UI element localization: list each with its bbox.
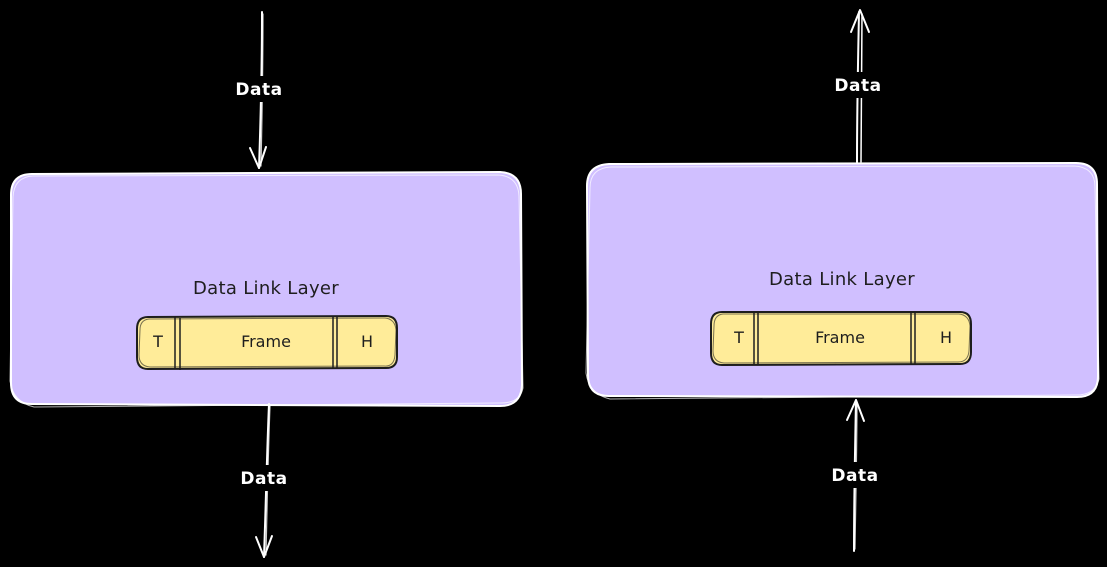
right-frame-body: Frame xyxy=(815,328,865,347)
left-top-arrow-label: Data xyxy=(235,80,282,100)
left-top-label-bg xyxy=(232,76,288,102)
right-frame-trailer: T xyxy=(733,328,744,347)
right-top-label-bg xyxy=(829,72,887,98)
left-panel: Data Data Link Layer T Frame H Data xyxy=(9,11,524,558)
right-frame-header: H xyxy=(940,328,952,347)
right-layer-label: Data Link Layer xyxy=(769,269,915,290)
left-frame-header: H xyxy=(361,332,373,351)
right-bottom-label-bg xyxy=(826,462,884,488)
left-layer-label: Data Link Layer xyxy=(193,278,339,299)
left-frame-trailer: T xyxy=(152,332,163,351)
right-bottom-arrow-label: Data xyxy=(831,466,878,486)
left-frame xyxy=(136,314,398,371)
right-panel: Data Data Link Layer T Frame H Data xyxy=(585,9,1100,552)
left-bottom-label-bg xyxy=(236,465,292,491)
left-frame-body: Frame xyxy=(241,332,291,351)
left-bottom-arrow-label: Data xyxy=(240,469,287,489)
right-frame xyxy=(710,311,972,367)
right-top-arrow-label: Data xyxy=(834,76,881,96)
